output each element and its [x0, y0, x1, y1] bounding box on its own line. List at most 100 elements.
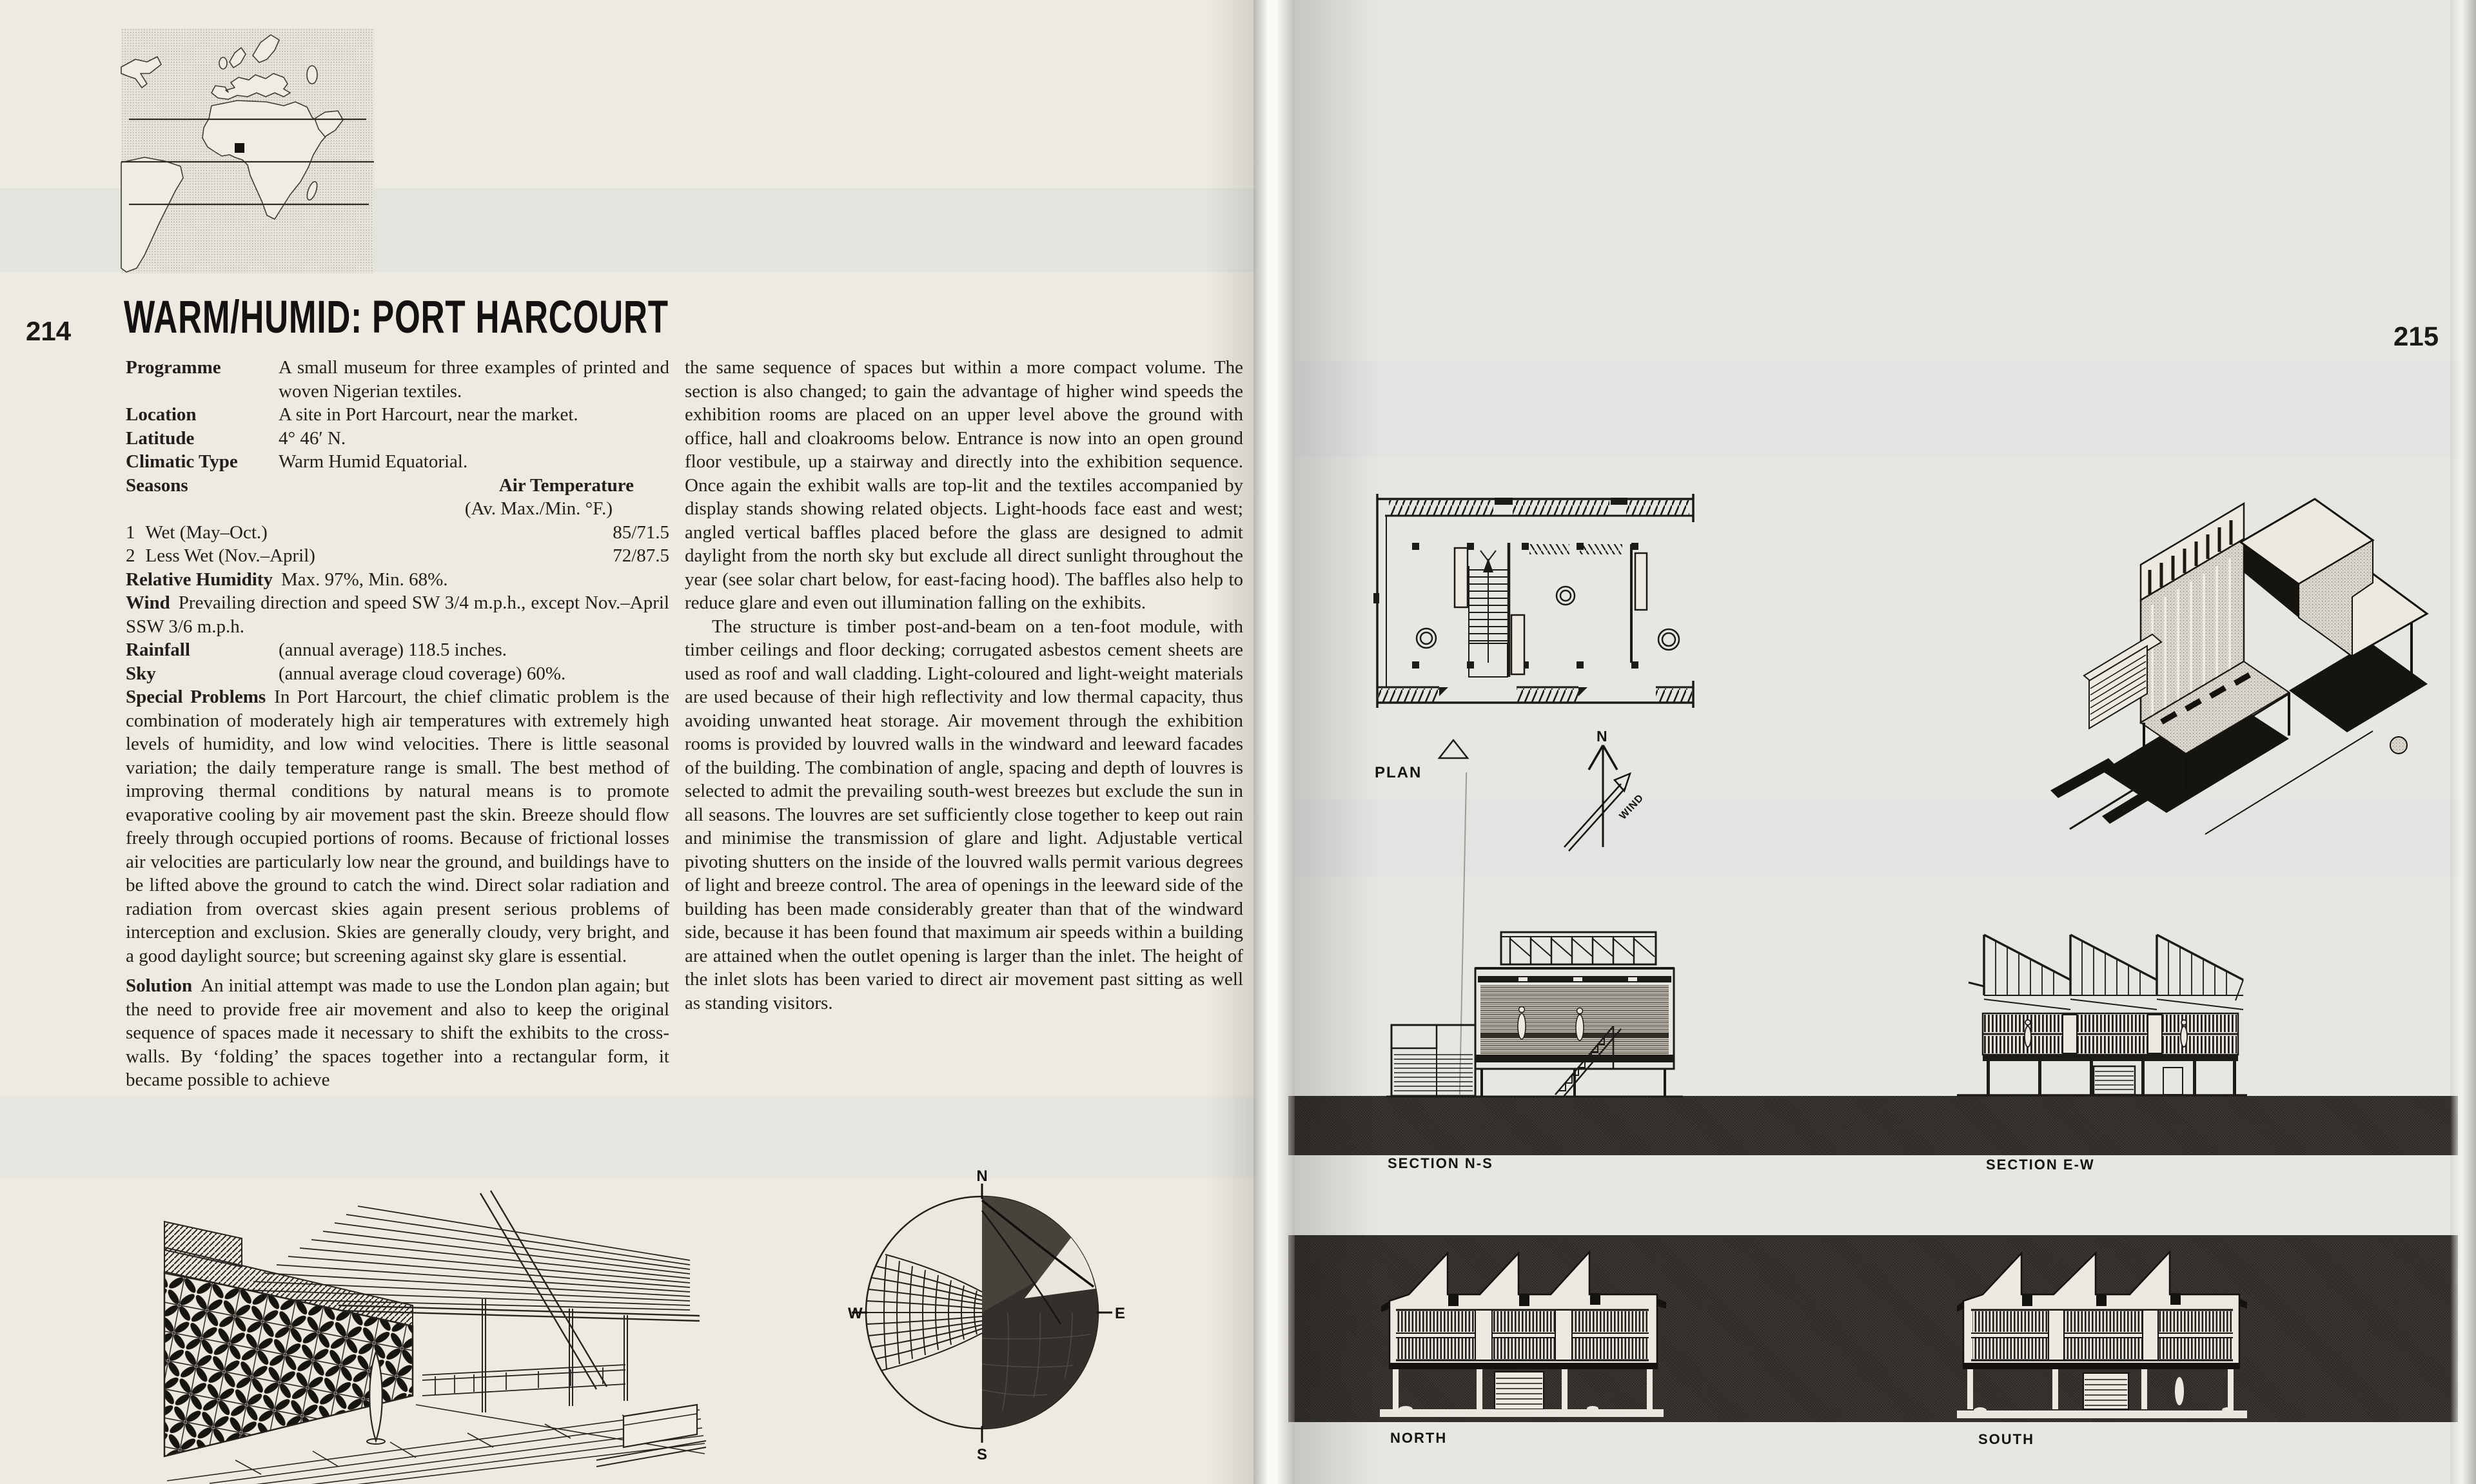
section-ns: [1386, 931, 1683, 1098]
exhibit-circles: [1415, 585, 1680, 651]
latitude-lines: [121, 118, 374, 206]
sky-label: Sky: [126, 663, 156, 684]
continuation-paragraph: the same sequence of spaces but within a…: [685, 357, 1243, 613]
seasons-label: Seasons: [126, 474, 188, 496]
ground-band-elevations: [1288, 1235, 2458, 1422]
spec-row-location: Location A site in Port Harcourt, near t…: [126, 403, 669, 427]
right-text-column: the same sequence of spaces but within a…: [685, 356, 1243, 1015]
page-title: WARM/HUMID: PORT HARCOURT: [124, 291, 669, 343]
entrance-stair: [2083, 1372, 2129, 1410]
interior-tex: [1480, 985, 1669, 1055]
louvre-band: [1396, 1309, 1649, 1362]
wind-arrow-icon: [1564, 772, 1632, 852]
sky-row: Sky (annual average cloud coverage) 60%.: [126, 662, 669, 686]
special-problems-label: Special Problems: [126, 687, 266, 707]
white-wedge: [1025, 1238, 1096, 1298]
location-map: [121, 28, 374, 273]
plan-north-label: N: [1597, 728, 1607, 745]
east-label: E: [1115, 1305, 1125, 1322]
page-edge: [2450, 0, 2476, 1484]
north-elevation-label: NORTH: [1390, 1430, 1448, 1446]
gutter-shadow: [1295, 0, 1379, 1484]
port-harcourt-marker: [235, 143, 244, 153]
upper-shaded-sector: [982, 1196, 1083, 1313]
north-elevation: [1380, 1249, 1666, 1417]
west-label: W: [848, 1305, 863, 1322]
light-hood: [1590, 1293, 1600, 1305]
ground-shadow: [2050, 642, 2428, 824]
window-dashes: [2160, 672, 2252, 725]
display-rails: [422, 1364, 626, 1396]
season-row-wet: 1 Wet (May–Oct.) 85/71.5: [126, 521, 669, 545]
spec-row-climatic-type: Climatic Type Warm Humid Equatorial.: [126, 450, 669, 474]
baffle-fins: [2148, 520, 2233, 594]
gutter-shadow: [1206, 0, 1253, 1484]
louvre-band: [1971, 1309, 2233, 1362]
floor-slab: [1475, 1055, 1674, 1062]
spec-label: Programme: [126, 357, 221, 378]
entrance-stair: [1494, 1371, 1544, 1410]
season-number: 2: [126, 545, 135, 566]
column-grid: [1412, 543, 1638, 669]
columns: [482, 1299, 628, 1412]
spec-row-latitude: Latitude 4° 46′ N.: [126, 427, 669, 451]
stilts: [2143, 623, 2413, 790]
wind-value: Prevailing direction and speed SW 3/4 m.…: [126, 592, 669, 637]
breeze-block-screen-wall: [163, 1271, 414, 1458]
light-hood: [1448, 1294, 1459, 1306]
special-problems-text: In Port Harcourt, the chief climatic pro…: [126, 687, 669, 966]
left-text-column: Programme A small museum for three examp…: [126, 356, 669, 1092]
sky-value: (annual average cloud coverage) 60%.: [279, 663, 566, 684]
spec-value: A site in Port Harcourt, near the market…: [279, 404, 578, 425]
page-number-left: 214: [26, 316, 72, 346]
ground-band-sections: [1288, 1096, 2458, 1155]
wind-label: Wind: [126, 592, 170, 613]
compass-ticks: [852, 1184, 1112, 1443]
light-hood: [2170, 1293, 2181, 1305]
section-ew: [1957, 933, 2247, 1097]
air-temperature-units: (Av. Max./Min. °F.): [126, 497, 669, 521]
solution-label: Solution: [126, 975, 193, 996]
figures: [1517, 1006, 1584, 1041]
section-ns-label: SECTION N-S: [1388, 1155, 1493, 1171]
south-elevation-label: SOUTH: [1978, 1431, 2034, 1447]
spec-label: Latitude: [126, 427, 195, 449]
solar-chart: N S W E: [848, 1167, 1125, 1463]
north-label: N: [976, 1167, 987, 1185]
stilts: [1967, 1369, 2234, 1409]
wing-wall: [2088, 645, 2148, 730]
spec-value: 4° 46′ N.: [279, 427, 346, 449]
floor-plan: PLAN N WIND: [1373, 494, 1695, 852]
spec-row-programme: Programme A small museum for three examp…: [126, 356, 669, 403]
north-arrow-icon: [1587, 745, 1618, 847]
stilts: [1987, 1061, 2236, 1095]
floor-shadow: [1963, 1363, 2239, 1369]
interior-perspective-sketch: [163, 1190, 707, 1484]
display-screens: [1453, 547, 1648, 676]
interior-partition: [1529, 544, 1569, 554]
light-hood: [2096, 1294, 2107, 1306]
spec-value: A small museum for three examples of pri…: [279, 357, 669, 402]
light-hood: [2022, 1294, 2032, 1306]
stilts: [1393, 1369, 1653, 1409]
book-gutter: [1253, 0, 1295, 1484]
plan-wind-label: WIND: [1617, 792, 1646, 822]
air-temperature-units-text: (Av. Max./Min. °F.): [464, 498, 613, 519]
interior-partition: [1580, 544, 1622, 554]
axonometric-view: [2050, 498, 2429, 835]
air-temperature-label: Air Temperature: [498, 474, 634, 496]
display-objects: [366, 1349, 707, 1467]
humidity-value: Max. 97%, Min. 68%.: [280, 569, 448, 590]
figure: [2175, 1377, 2184, 1405]
floor-slab: [1983, 1055, 2238, 1061]
season-name: Wet (May–Oct.): [145, 522, 268, 543]
spec-label: Climatic Type: [126, 451, 238, 472]
shaded-grid: [981, 1312, 1091, 1411]
season-temperature: 85/71.5: [613, 522, 669, 543]
section-ew-label: SECTION E-W: [1986, 1157, 2095, 1173]
wing-louvres: [2090, 654, 2147, 721]
rainfall-label: Rainfall: [126, 639, 190, 660]
